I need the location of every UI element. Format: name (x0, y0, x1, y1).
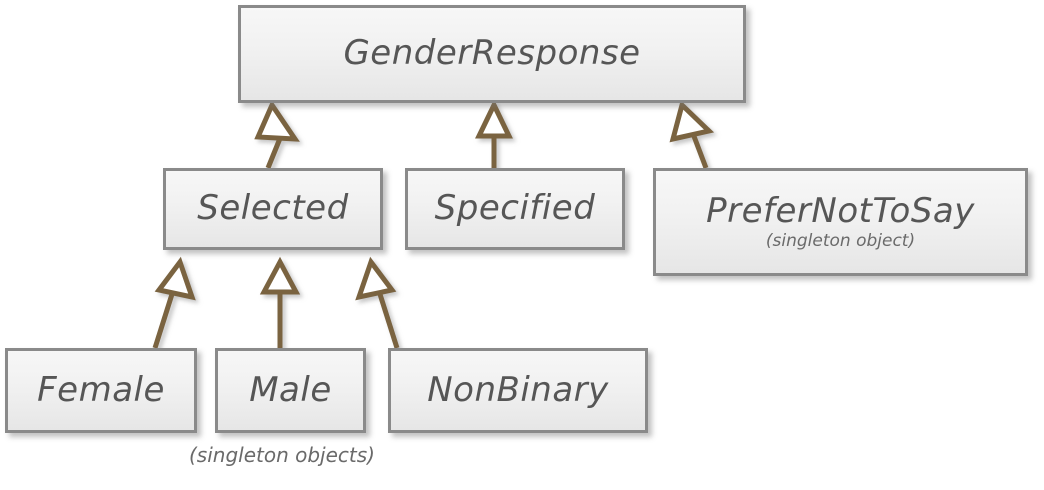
class-box-female[interactable]: Female (5, 348, 197, 433)
generalization-nonbinary-to-selected (355, 256, 400, 349)
class-name-selected: Selected (197, 188, 349, 229)
generalization-specified-to-genderresponse (475, 99, 513, 168)
generalization-prefernottosay-to-genderresponse (669, 100, 715, 169)
class-name-prefernottosay: PreferNotToSay (706, 190, 975, 231)
class-name-male: Male (249, 369, 332, 410)
class-box-prefernottosay[interactable]: PreferNotToSay (singleton object) (653, 168, 1028, 276)
class-name-genderresponse: GenderResponse (343, 33, 641, 74)
generalization-selected-to-genderresponse (254, 99, 300, 169)
class-box-specified[interactable]: Specified (405, 168, 625, 250)
class-box-male[interactable]: Male (215, 348, 366, 433)
class-box-selected[interactable]: Selected (163, 168, 383, 250)
class-box-nonbinary[interactable]: NonBinary (388, 348, 648, 433)
class-name-specified: Specified (434, 188, 596, 229)
generalization-female-to-selected (152, 256, 196, 349)
class-box-genderresponse[interactable]: GenderResponse (238, 5, 746, 103)
class-name-female: Female (37, 369, 165, 410)
class-subtitle-prefernottosay: (singleton object) (765, 230, 916, 251)
class-name-nonbinary: NonBinary (427, 369, 609, 410)
generalization-male-to-selected (259, 256, 301, 348)
caption-singleton-objects: (singleton objects) (189, 443, 375, 467)
